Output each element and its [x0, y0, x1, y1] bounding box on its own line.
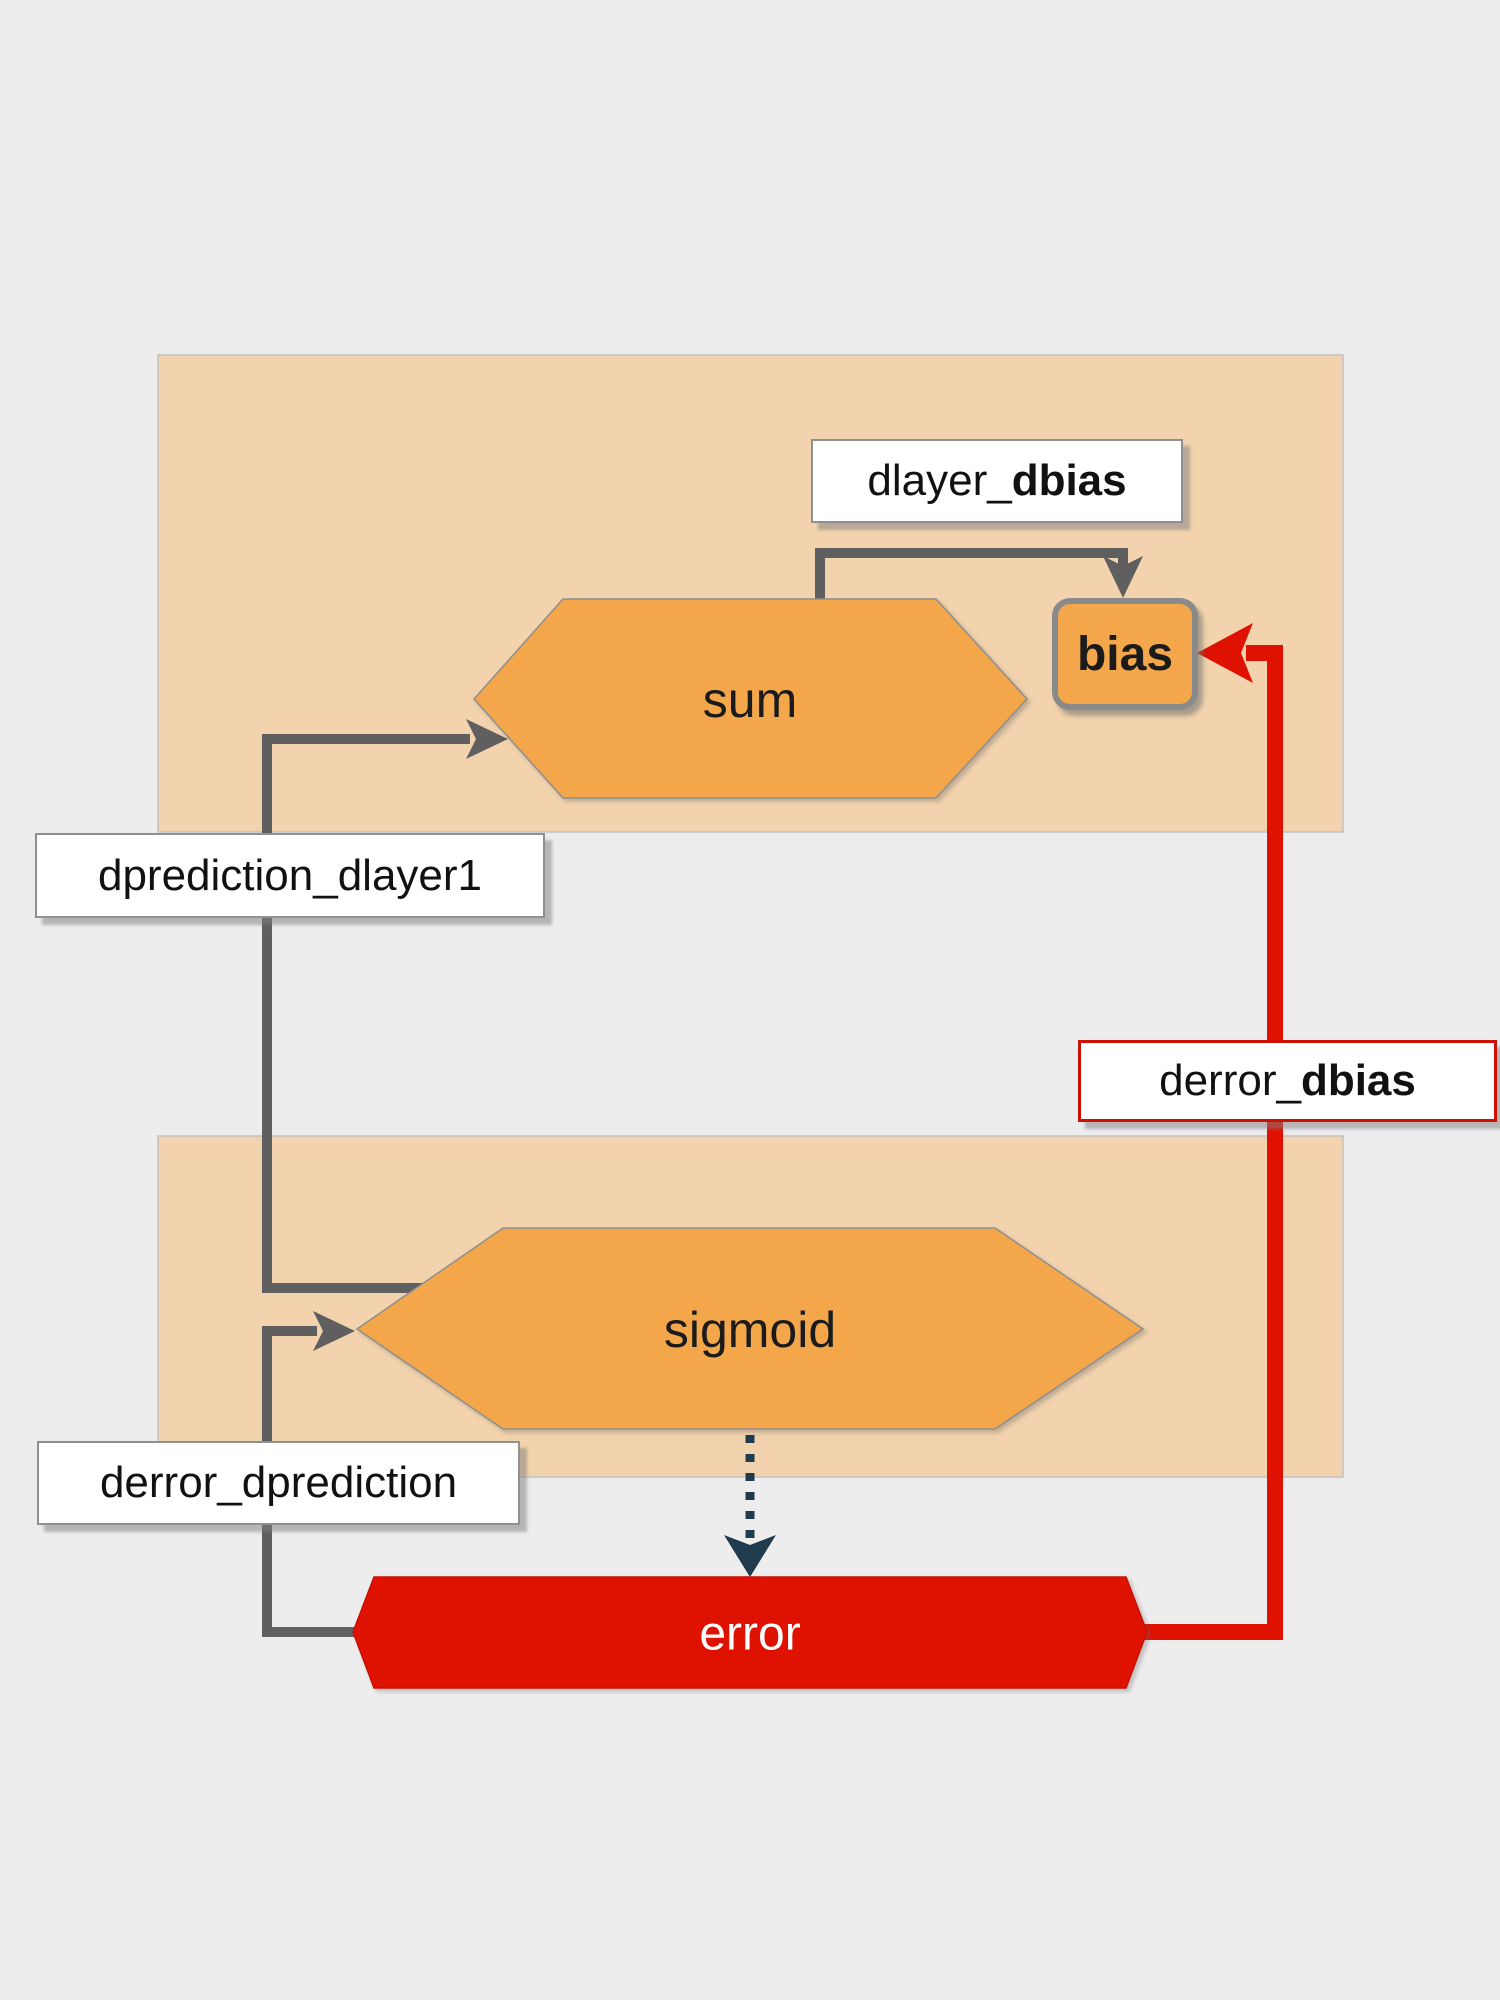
sum-node	[472, 598, 1029, 799]
edge-derror-dbias-arrowhead-icon	[1197, 623, 1253, 683]
error-node	[352, 1576, 1148, 1689]
edge-label-derror-dbias-bold: dbias	[1300, 1056, 1416, 1105]
edge-dlayer-dbias	[815, 548, 1143, 599]
error-node-label: error	[699, 1608, 800, 1661]
edge-label-dprediction-dlayer1-text: dprediction_dlayer1	[97, 850, 483, 900]
sigmoid-node-label: sigmoid	[664, 1302, 836, 1358]
edge-dlayer-dbias-line	[815, 548, 1128, 599]
edge-sigmoid-error-arrowhead-icon	[724, 1535, 776, 1577]
edge-label-derror-dprediction: derror_dprediction	[37, 1441, 520, 1525]
edge-dprediction-dlayer1	[262, 719, 508, 1293]
edge-derror-dbias	[1130, 623, 1283, 1640]
edge-label-derror-dbias: derror_dbias	[1078, 1040, 1497, 1122]
bias-node: bias	[1052, 598, 1198, 710]
edge-sigmoid-error-dotted	[724, 1435, 776, 1577]
edge-dlayer-dbias-arrowhead-icon	[1103, 556, 1143, 598]
sigmoid-node	[355, 1227, 1145, 1430]
edge-dprediction-dlayer1-arrowhead-icon	[466, 719, 508, 759]
edge-label-dprediction-dlayer1: dprediction_dlayer1	[35, 833, 545, 918]
edge-label-dlayer-dbias: dlayer_dbias	[811, 439, 1183, 523]
bias-node-label: bias	[1076, 627, 1174, 681]
edge-label-derror-dbias-prefix: derror_	[1159, 1056, 1301, 1105]
edge-label-dlayer-dbias-bold: dbias	[1011, 456, 1127, 505]
sum-node-label: sum	[703, 672, 797, 728]
edge-dprediction-dlayer1-line	[262, 734, 470, 1293]
edge-label-derror-dprediction-text: derror_dprediction	[99, 1458, 458, 1507]
edge-label-dlayer-dbias-prefix: dlayer_	[867, 456, 1012, 505]
edge-derror-dprediction-arrowhead-icon	[313, 1311, 355, 1351]
edge-derror-dbias-line	[1130, 645, 1283, 1640]
